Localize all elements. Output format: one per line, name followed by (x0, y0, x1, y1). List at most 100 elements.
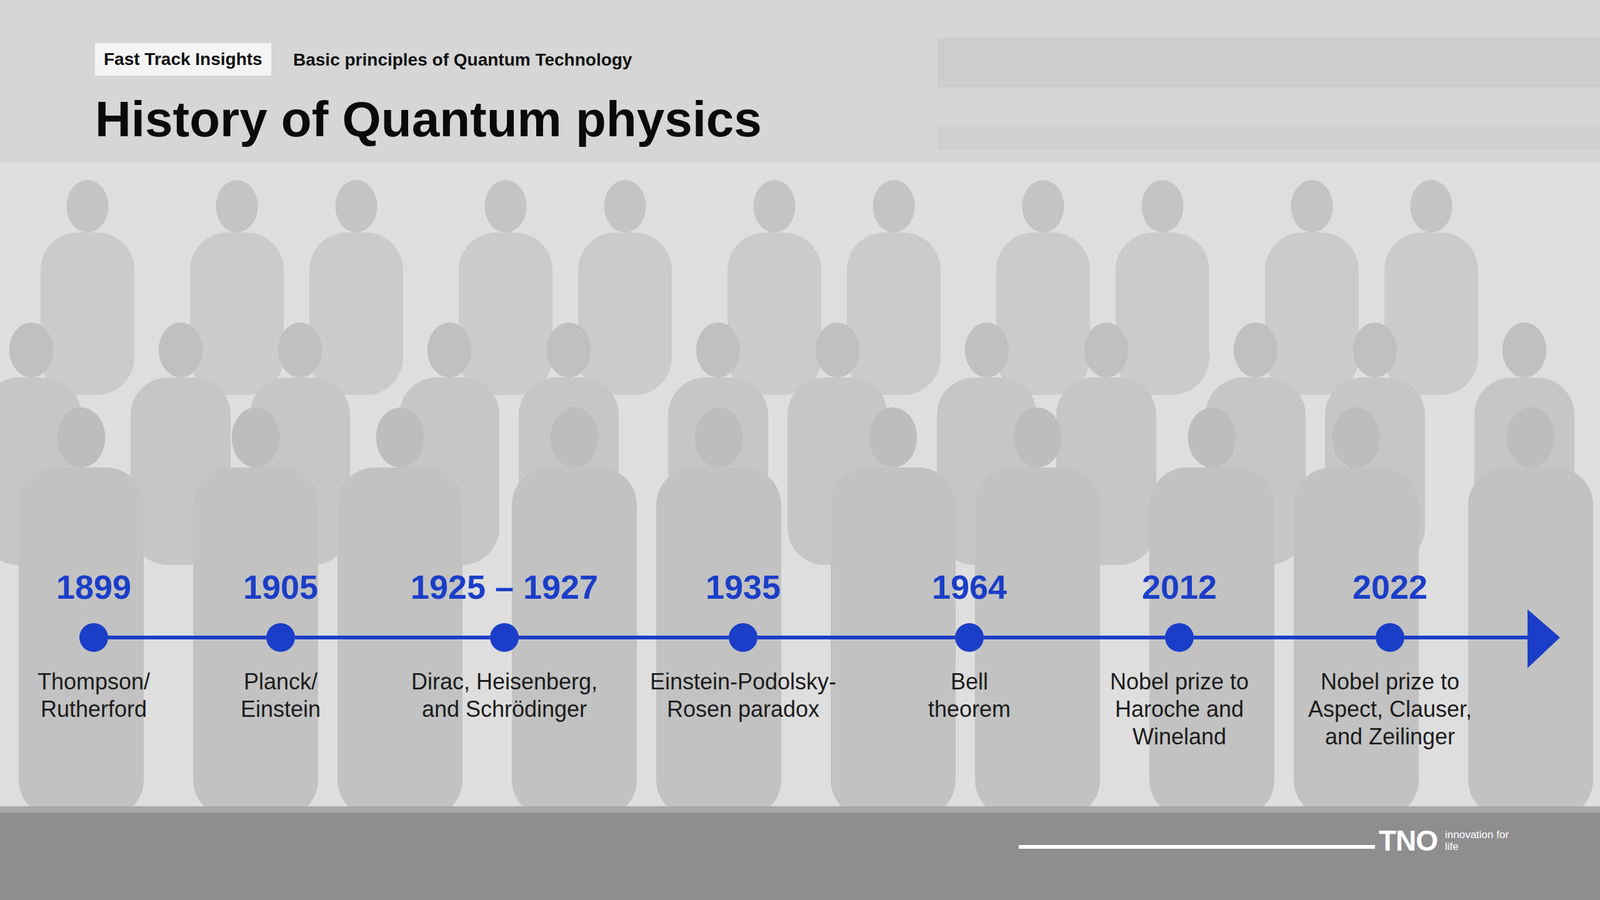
figure-head (57, 407, 106, 468)
figure-head (66, 180, 109, 233)
timeline-year: 2022 (1352, 570, 1428, 604)
figure-head (158, 322, 203, 378)
timeline-year: 1935 (705, 570, 781, 604)
figure-head (376, 407, 425, 468)
figure-body (830, 467, 956, 818)
connector-line (295, 635, 490, 640)
figure-head (427, 322, 472, 378)
figure-head (1502, 322, 1547, 378)
figure-body (656, 467, 782, 818)
timeline-dot: 2012Nobel prize to Haroche and Wineland (1165, 623, 1194, 652)
timeline-year: 1899 (56, 570, 132, 604)
figure-head (484, 180, 527, 233)
slide-title: History of Quantum physics (95, 90, 762, 149)
timeline-dot: 1899Thompson/ Rutherford (79, 623, 109, 652)
figure-body (1293, 467, 1419, 818)
figure-head (1013, 407, 1062, 468)
logo-tagline: innovation for life (1445, 828, 1514, 853)
tag-box: Fast Track Insights (95, 43, 272, 76)
figure-head (1332, 407, 1381, 468)
building-ledge (937, 125, 1600, 150)
figure-body (578, 232, 672, 395)
timeline-connector (108, 637, 267, 639)
floor-edge (0, 806, 1600, 813)
figure-body (40, 232, 135, 395)
figure-body (1384, 232, 1479, 395)
timeline-dot: 1905Planck/ Einstein (266, 623, 295, 652)
timeline-dot: 1964Bell theorem (955, 623, 984, 652)
building-ledge (937, 37, 1600, 88)
timeline-arrowhead (1527, 609, 1560, 669)
timeline-event: Thompson/ Rutherford (18, 668, 169, 724)
figure-head (546, 322, 591, 378)
timeline-event: Dirac, Heisenberg, and Schrödinger (391, 668, 617, 724)
section-label: Basic principles of Quantum Technology (293, 48, 632, 72)
timeline-connector (757, 637, 955, 639)
figure-body (193, 467, 319, 818)
timeline-connector (983, 637, 1165, 639)
timeline-connector (295, 637, 490, 639)
figure-head (1141, 180, 1184, 233)
logo-rule (1018, 845, 1375, 849)
connector-line (983, 635, 1165, 640)
timeline-connector (1193, 637, 1376, 639)
figure-head (1290, 180, 1333, 233)
figure-head (9, 322, 54, 378)
figure-head (278, 322, 322, 378)
figure-body (1149, 467, 1275, 818)
figure-head (872, 180, 915, 233)
figure-body (458, 232, 553, 395)
figure-body (727, 232, 822, 395)
figure-head (215, 180, 258, 233)
figure-head (335, 180, 377, 233)
figure-body (996, 232, 1090, 395)
connector-line (108, 635, 267, 640)
figure-body (511, 467, 637, 818)
figure-body (337, 467, 463, 818)
timeline-connector (518, 637, 729, 639)
logo-wordmark: TNO (1378, 826, 1438, 855)
figure-head (869, 407, 918, 468)
timeline-year: 1905 (243, 570, 319, 604)
figure-head (1506, 407, 1555, 468)
timeline-event: Bell theorem (913, 668, 1026, 724)
figure-head (695, 407, 744, 468)
timeline-year: 1925 – 1927 (410, 570, 599, 604)
timeline-event: Einstein-Podolsky-Rosen paradox (630, 668, 856, 724)
connector-line (518, 635, 729, 640)
figure-body (1468, 467, 1594, 818)
figure-body (190, 232, 284, 395)
floor-band (0, 812, 1600, 900)
figure-body (1115, 232, 1210, 395)
figure-head (965, 322, 1009, 378)
figure-head (231, 407, 280, 468)
timeline-dot: 2022Nobel prize to Aspect, Clauser, and … (1375, 623, 1405, 652)
timeline-event: Nobel prize to Aspect, Clauser, and Zeil… (1299, 668, 1481, 751)
figure-head (1021, 180, 1064, 233)
building-wall (0, 0, 1600, 163)
timeline-year: 1964 (931, 570, 1007, 604)
timeline-event: Nobel prize to Haroche and Wineland (1098, 668, 1261, 751)
timeline-event: Planck/ Einstein (218, 668, 344, 724)
tag-text: Fast Track Insights (103, 49, 263, 69)
figure-body (846, 232, 941, 395)
figure-body (1265, 232, 1359, 395)
connector-line (757, 635, 955, 640)
figure-head (1353, 322, 1397, 378)
timeline-dot: 1925 – 1927Dirac, Heisenberg, and Schröd… (490, 623, 519, 652)
figure-body (18, 467, 144, 818)
timeline-year: 2012 (1141, 570, 1217, 604)
figure-head (1233, 322, 1278, 378)
timeline-dot: 1935Einstein-Podolsky-Rosen paradox (728, 623, 758, 652)
figure-head (603, 180, 646, 233)
timeline-tail (1404, 635, 1530, 640)
figure-head (1188, 407, 1237, 468)
figure-head (1410, 180, 1452, 233)
figure-head (550, 407, 599, 468)
figure-body (309, 232, 404, 395)
figure-head (753, 180, 795, 233)
figure-head (1084, 322, 1129, 378)
people-silhouettes (0, 180, 1594, 818)
figure-body (975, 467, 1100, 818)
